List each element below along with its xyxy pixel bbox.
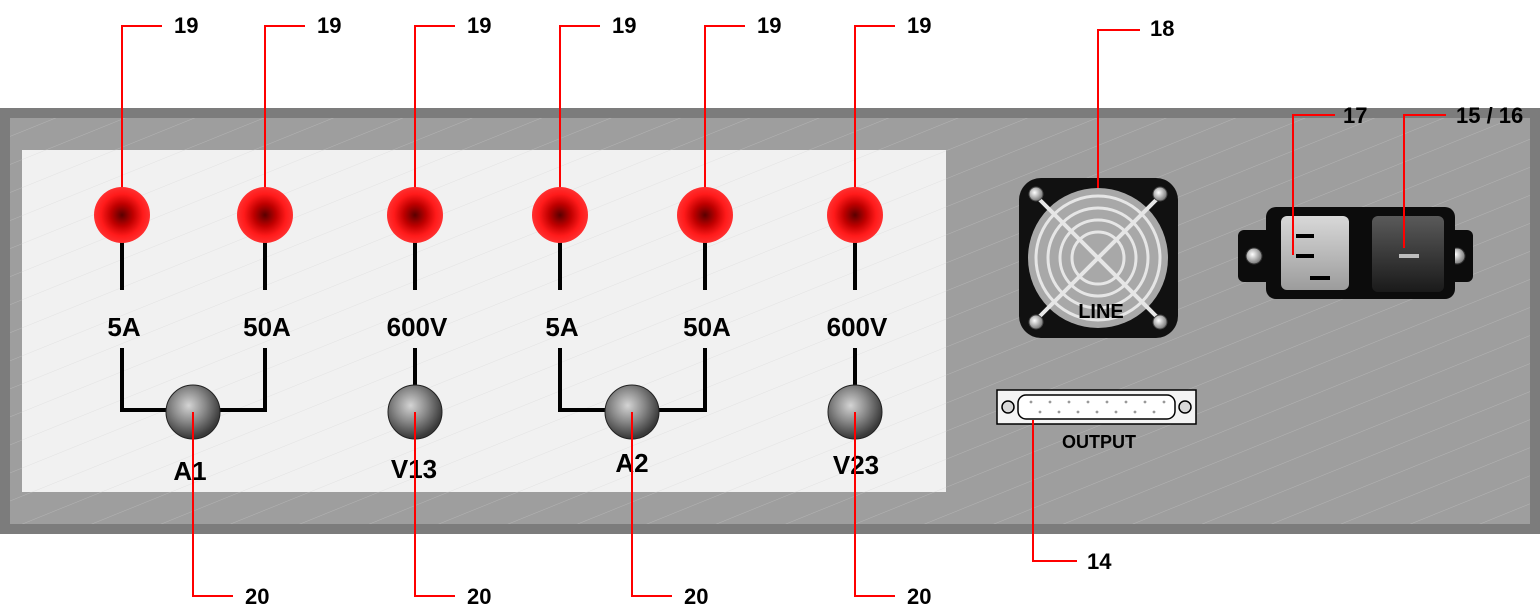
selector-callout-label: 20 (684, 584, 708, 607)
terminal-callout-line (559, 25, 600, 215)
connector-pin (1114, 410, 1118, 414)
inlet-callout-line (1292, 114, 1335, 255)
output-label: OUTPUT (1062, 432, 1136, 452)
switch-callout-line (1403, 114, 1446, 248)
connector-pin (1038, 410, 1042, 414)
connector-pin (1133, 410, 1137, 414)
terminal-callout-line (854, 25, 895, 215)
terminal-callout-lines (121, 25, 895, 215)
terminal-callout-label: 19 (467, 13, 491, 38)
terminal-label: 50A (683, 312, 731, 342)
terminal-jack[interactable] (94, 187, 150, 243)
terminal-label: 5A (545, 312, 578, 342)
terminal-jack[interactable] (237, 187, 293, 243)
output-callout-label: 14 (1087, 549, 1112, 574)
selector-label: A1 (173, 456, 206, 486)
fan-label: LINE (1078, 301, 1124, 323)
inlet-callout-label: 17 (1343, 103, 1367, 128)
connector-pin (1143, 400, 1147, 404)
selector-callout-line (414, 412, 455, 597)
selector-callout-label: 20 (245, 584, 269, 607)
fan-callout-label: 18 (1150, 16, 1174, 41)
terminal-callout-label: 19 (174, 13, 198, 38)
terminal-label: 5A (107, 312, 140, 342)
connector-pin (1105, 400, 1109, 404)
selector-callout-labels: 20 20 20 20 (245, 584, 931, 607)
connector-pin (1162, 400, 1166, 404)
selector-callout-line (854, 412, 895, 597)
terminal-jack[interactable] (532, 187, 588, 243)
terminal-label-row: 5A 50A 600V 5A 50A 600V (107, 312, 888, 342)
terminal-jack[interactable] (387, 187, 443, 243)
terminal-label: 600V (827, 312, 888, 342)
selector-callout-lines (192, 412, 895, 597)
selector-callout-label: 20 (467, 584, 491, 607)
cooling-fan: LINE (1019, 178, 1178, 338)
connector-pin (1048, 400, 1052, 404)
terminal-callout-label: 19 (757, 13, 781, 38)
fan-callout-line (1097, 29, 1140, 188)
connector-pin (1095, 410, 1099, 414)
selector-callout-line (192, 412, 233, 597)
power-entry-module (1238, 207, 1473, 299)
connector-pin (1067, 400, 1071, 404)
terminal-jack[interactable] (677, 187, 733, 243)
terminal-jack[interactable] (827, 187, 883, 243)
output-connector: OUTPUT (996, 389, 1197, 452)
connector-pin (1076, 410, 1080, 414)
terminal-callout-line (704, 25, 745, 215)
terminal-callout-line (264, 25, 305, 215)
terminal-callout-line (121, 25, 162, 215)
switch-callout-label: 15 / 16 (1456, 103, 1523, 128)
terminal-callout-labels: 19 19 19 19 19 19 (174, 13, 931, 38)
output-callout-line (1032, 420, 1077, 562)
terminal-label: 50A (243, 312, 291, 342)
terminal-callout-line (414, 25, 455, 215)
terminal-label: 600V (387, 312, 448, 342)
measurement-panel (22, 150, 946, 492)
selector-callout-label: 20 (907, 584, 931, 607)
connector-pin (1124, 400, 1128, 404)
terminal-callout-label: 19 (317, 13, 341, 38)
connector-pin (1152, 410, 1156, 414)
connector-pin (1086, 400, 1090, 404)
terminal-row (94, 187, 883, 243)
terminal-callout-label: 19 (612, 13, 636, 38)
connector-pin (1057, 410, 1061, 414)
connector-pin (1029, 400, 1033, 404)
selector-callout-line (631, 412, 672, 597)
terminal-callout-label: 19 (907, 13, 931, 38)
